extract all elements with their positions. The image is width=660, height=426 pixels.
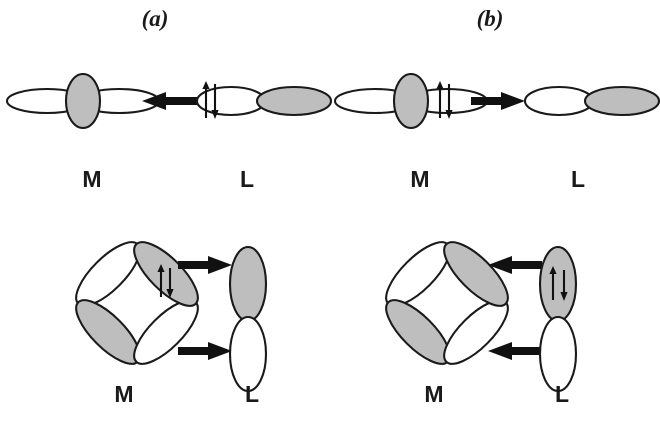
panel-label-b: (b) bbox=[477, 6, 504, 31]
backdonation-arrows-a-bottom bbox=[178, 256, 232, 360]
ligand-label-a-top: L bbox=[240, 166, 254, 192]
metal-orbital-a-top bbox=[5, 72, 161, 130]
panel-label-a: (a) bbox=[142, 6, 169, 31]
metal-label-b-bottom: M bbox=[424, 381, 443, 407]
ligand-orbital-b-top bbox=[523, 85, 660, 117]
ligand-lobe-bottom-white bbox=[228, 315, 268, 393]
arrow-right-icon-upper bbox=[178, 256, 232, 274]
arrow-right-icon-lower bbox=[178, 342, 232, 360]
metal-label-a-top: M bbox=[82, 166, 101, 192]
row-b-top: M L bbox=[333, 72, 660, 192]
electron-pair-b-top bbox=[436, 81, 453, 119]
electron-pair-a-top bbox=[202, 81, 219, 119]
ligand-label-b-bottom: L bbox=[555, 381, 569, 407]
donation-arrow-b-top bbox=[471, 92, 525, 110]
row-a-top: M L bbox=[5, 72, 333, 192]
ligand-orbital-a-top bbox=[195, 81, 333, 119]
metal-lobe-center-gray bbox=[64, 72, 102, 130]
ligand-lobe-white bbox=[195, 85, 267, 117]
ligand-label-b-top: L bbox=[571, 166, 585, 192]
ligand-orbital-a-bottom bbox=[228, 245, 268, 393]
arrow-left-icon-lower bbox=[488, 342, 542, 360]
ligand-lobe-top-gray bbox=[538, 245, 578, 323]
row-b-bottom: M L bbox=[385, 241, 578, 407]
arrow-left-icon-upper bbox=[488, 256, 542, 274]
metal-d-orbital-b-bottom bbox=[385, 241, 509, 365]
arrow-left-icon bbox=[142, 92, 197, 110]
ligand-lobe-top-gray bbox=[228, 245, 268, 323]
d-lobe-upper-right-gray bbox=[133, 241, 199, 307]
electron-pair-a-bottom bbox=[157, 264, 174, 298]
metal-label-a-bottom: M bbox=[114, 381, 133, 407]
ligand-lobe-gray bbox=[255, 85, 333, 117]
metal-d-orbital-a-bottom bbox=[75, 241, 199, 365]
donation-arrow-a-top bbox=[142, 92, 197, 110]
metal-label-b-top: M bbox=[410, 166, 429, 192]
d-lobe-upper-right-gray bbox=[443, 241, 509, 307]
ligand-lobe-bottom-white bbox=[538, 315, 578, 393]
row-a-bottom: M L bbox=[75, 241, 268, 407]
ligand-orbital-b-bottom bbox=[538, 245, 578, 393]
donation-arrows-b-bottom bbox=[488, 256, 542, 360]
ligand-lobe-gray bbox=[583, 85, 660, 117]
metal-lobe-center-gray bbox=[392, 72, 430, 130]
ligand-lobe-white bbox=[523, 85, 595, 117]
electron-pair-b-bottom bbox=[549, 266, 568, 301]
metal-orbital-b-top bbox=[333, 72, 489, 130]
arrow-right-icon bbox=[471, 92, 525, 110]
ligand-label-a-bottom: L bbox=[245, 381, 259, 407]
